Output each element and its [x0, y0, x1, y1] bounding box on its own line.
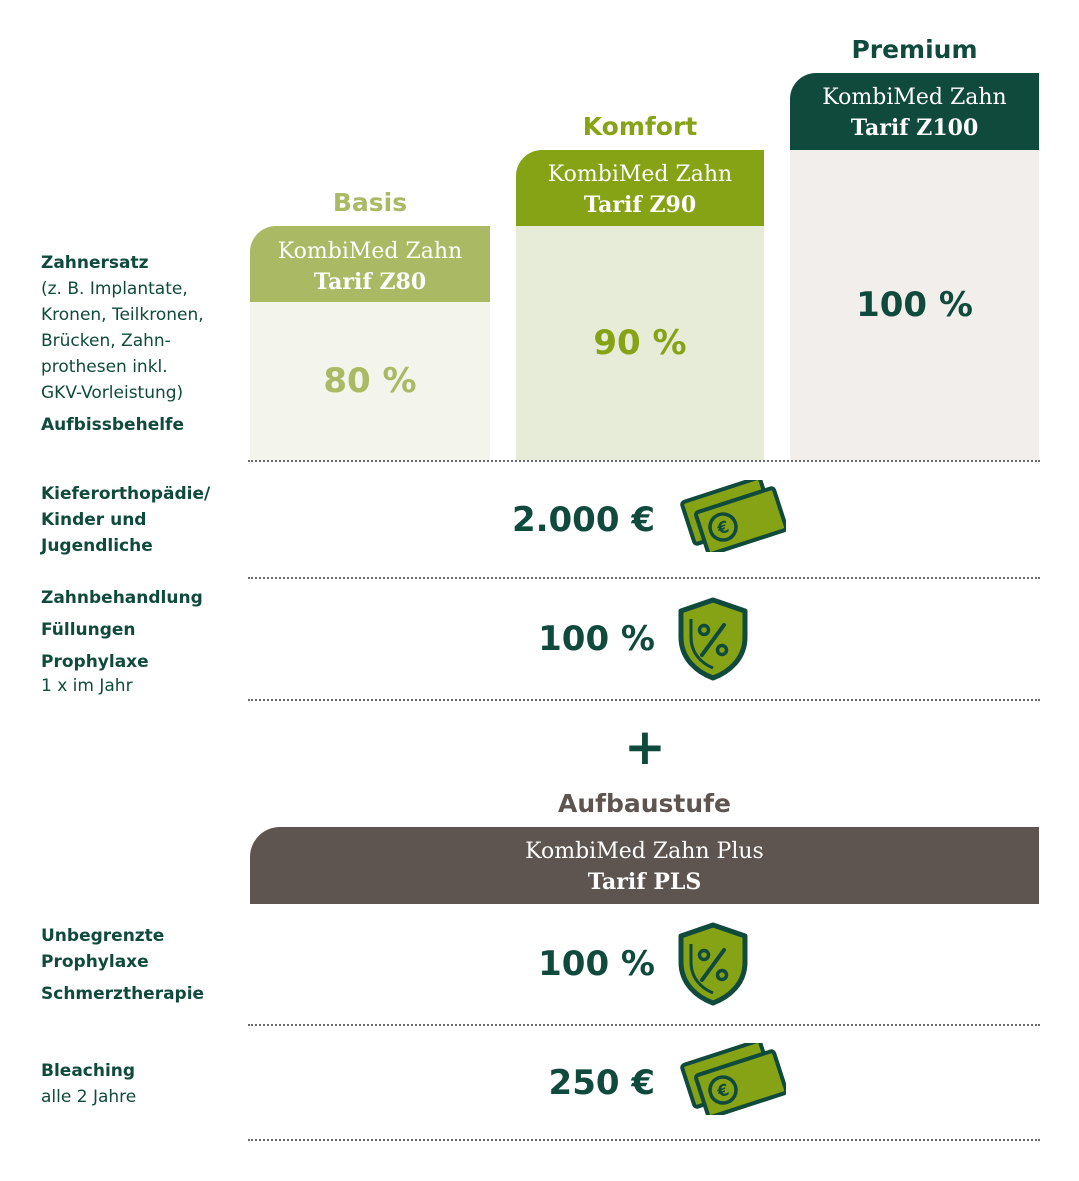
- tier-komfort-header: KombiMed Zahn Tarif Z90: [516, 150, 764, 226]
- row-kiefer-line-3: Jugendliche: [41, 536, 153, 556]
- row-zahnersatz-extra-text: Aufbissbehelfe: [41, 415, 184, 435]
- row-bleaching-detail: alle 2 Jahre: [41, 1087, 137, 1107]
- tier-komfort-product: KombiMed Zahn: [547, 162, 733, 187]
- row-behandlung-label: Zahnbehandlung Füllungen Prophylaxe: [41, 582, 203, 678]
- row-prophylaxe-line-3: Schmerztherapie: [41, 984, 205, 1004]
- tier-komfort-label: Komfort: [582, 112, 698, 141]
- svg-text:€: €: [714, 1080, 731, 1102]
- divider: [248, 1024, 1040, 1026]
- tier-premium-product: KombiMed Zahn: [822, 85, 1007, 110]
- row-zahnersatz-detail-2: Kronen, Teilkronen,: [41, 305, 204, 325]
- shield-percent-icon: [677, 597, 749, 685]
- row-prophylaxe-value: 100 %: [538, 944, 655, 984]
- row-kiefer-value: 2.000 €: [511, 500, 655, 540]
- row-zahnersatz-label: Zahnersatz (z. B. Implantate, Kronen, Te…: [41, 250, 204, 406]
- plus-sign: +: [624, 718, 666, 776]
- row-behandlung-line-1: Zahnbehandlung: [41, 588, 203, 608]
- row-behandlung-line-2: Füllungen: [41, 620, 136, 640]
- row-zahnersatz-detail-1: (z. B. Implantate,: [41, 279, 188, 299]
- tier-basis-header: KombiMed Zahn Tarif Z80: [250, 226, 490, 302]
- tier-premium-header: KombiMed Zahn Tarif Z100: [790, 73, 1039, 150]
- row-zahnersatz-detail-3: Brücken, Zahn-: [41, 331, 171, 351]
- addon-header: KombiMed Zahn Plus Tarif PLS: [250, 827, 1039, 904]
- shield-percent-icon: [677, 922, 749, 1010]
- row-kiefer-line-1: Kieferorthopädie/: [41, 484, 211, 504]
- tier-basis-body: 80 %: [250, 302, 490, 460]
- tier-premium-body: 100 %: [790, 150, 1039, 460]
- divider: [248, 460, 1040, 462]
- tier-premium-tariff: Tarif Z100: [850, 115, 979, 141]
- row-bleaching-label: Bleaching alle 2 Jahre: [41, 1058, 136, 1110]
- row-zahnersatz-detail-4: prothesen inkl.: [41, 357, 168, 377]
- row-kiefer-line-2: Kinder und: [41, 510, 147, 530]
- tier-premium-label: Premium: [851, 35, 978, 64]
- tier-basis-label: Basis: [332, 188, 408, 217]
- row-behandlung-line-3: Prophylaxe: [41, 652, 149, 672]
- addon-tariff: Tarif PLS: [587, 869, 702, 895]
- row-bleaching-title: Bleaching: [41, 1061, 136, 1081]
- divider: [248, 699, 1040, 701]
- money-icon: €: [676, 476, 789, 556]
- row-prophylaxe-label: Unbegrenzte Prophylaxe: [41, 923, 164, 975]
- row-prophylaxe-line-2: Prophylaxe: [41, 952, 149, 972]
- tier-premium-value: 100 %: [856, 285, 973, 325]
- row-prophylaxe-line-1: Unbegrenzte: [41, 926, 165, 946]
- tier-basis-value: 80 %: [323, 361, 417, 401]
- tier-basis-tariff: Tarif Z80: [313, 269, 427, 295]
- tier-komfort-body: 90 %: [516, 226, 764, 460]
- divider: [248, 1139, 1040, 1141]
- addon-level-label: Aufbaustufe: [557, 789, 732, 818]
- row-behandlung-value: 100 %: [538, 619, 655, 659]
- tier-komfort-value: 90 %: [593, 323, 687, 363]
- row-behandlung-detail: 1 x im Jahr: [41, 676, 133, 696]
- addon-product: KombiMed Zahn Plus: [525, 839, 764, 864]
- tier-komfort-tariff: Tarif Z90: [583, 192, 697, 218]
- svg-text:€: €: [714, 517, 731, 539]
- money-icon: €: [676, 1039, 789, 1119]
- tier-basis-product: KombiMed Zahn: [277, 239, 463, 264]
- row-zahnersatz-detail-5: GKV-Vorleistung): [41, 383, 184, 403]
- divider: [248, 577, 1040, 579]
- row-kiefer-label: Kieferorthopädie/ Kinder und Jugendliche: [41, 481, 210, 559]
- row-bleaching-value: 250 €: [548, 1063, 655, 1103]
- row-zahnersatz-extra: Aufbissbehelfe: [41, 412, 184, 438]
- row-prophylaxe-line-3-wrap: Schmerztherapie: [41, 981, 204, 1007]
- row-zahnersatz-title: Zahnersatz: [41, 253, 149, 273]
